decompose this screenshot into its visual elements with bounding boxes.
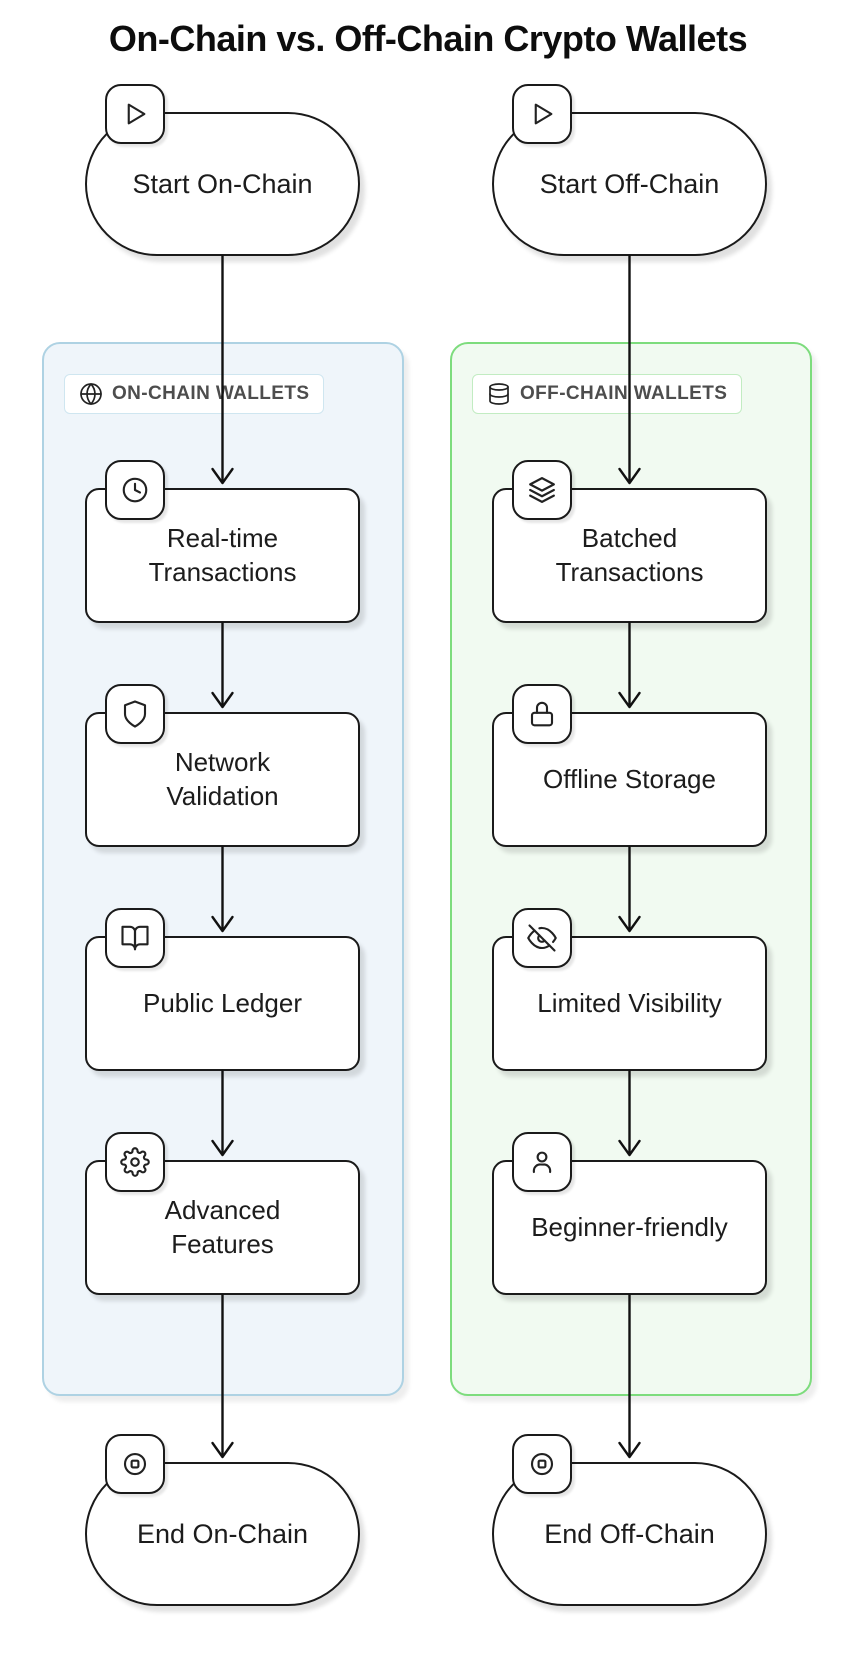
lock-icon [512, 684, 572, 744]
stop-icon [105, 1434, 165, 1494]
step-node-advanced-features: Advanced Features [85, 1132, 360, 1295]
step-label: Batched Transactions [555, 522, 704, 587]
step-label: Advanced Features [164, 1194, 281, 1259]
eye-off-icon [512, 908, 572, 968]
container-label-on-chain: ON-CHAIN WALLETS [64, 374, 325, 414]
step-node-limited-visibility: Limited Visibility [492, 908, 767, 1071]
start-label: Start On-Chain [132, 168, 313, 199]
user-icon [532, 1151, 552, 1174]
container-label-text: ON-CHAIN WALLETS [112, 383, 310, 404]
layers-icon [512, 460, 572, 520]
clock-icon [122, 477, 148, 503]
step-node-public-ledger: Public Ledger [85, 908, 360, 1071]
diagram-title: On-Chain vs. Off-Chain Crypto Wallets [108, 18, 748, 59]
end-node-off-chain: End Off-Chain [492, 1434, 767, 1606]
book-open-icon [105, 908, 165, 968]
step-node-batched-transactions: Batched Transactions [492, 460, 767, 623]
end-node-on-chain: End On-Chain [85, 1434, 360, 1606]
stop-icon [530, 1452, 554, 1476]
start-node-on-chain: Start On-Chain [85, 84, 360, 256]
layers-icon [529, 477, 555, 503]
play-icon [105, 84, 165, 144]
book-open-icon [121, 925, 149, 951]
clock-icon [105, 460, 165, 520]
eye-off-icon [527, 924, 557, 952]
step-label: Public Ledger [143, 987, 302, 1018]
step-node-network-validation: Network Validation [85, 684, 360, 847]
lock-icon [530, 701, 554, 727]
end-label: End Off-Chain [544, 1518, 715, 1549]
start-node-off-chain: Start Off-Chain [492, 84, 767, 256]
step-node-offline-storage: Offline Storage [492, 684, 767, 847]
step-label: Limited Visibility [537, 987, 722, 1018]
globe-icon [80, 383, 102, 405]
end-label: End On-Chain [136, 1518, 309, 1549]
shield-icon [123, 700, 147, 728]
play-icon [512, 84, 572, 144]
container-label-text: OFF-CHAIN WALLETS [520, 383, 728, 404]
user-icon [512, 1132, 572, 1192]
stop-icon [123, 1452, 147, 1476]
shield-icon [105, 684, 165, 744]
step-node-real-time-transactions: Real-time Transactions [85, 460, 360, 623]
step-label: Beginner-friendly [531, 1211, 728, 1242]
play-icon [534, 103, 553, 125]
gear-icon [105, 1132, 165, 1192]
step-label: Real-time Transactions [148, 522, 297, 587]
container-label-off-chain: OFF-CHAIN WALLETS [472, 374, 743, 414]
step-label: Network Validation [166, 746, 279, 811]
database-icon [489, 383, 509, 405]
stop-icon [512, 1434, 572, 1494]
gear-icon [120, 1147, 150, 1177]
play-icon [127, 103, 146, 125]
step-node-beginner-friendly: Beginner-friendly [492, 1132, 767, 1295]
start-label: Start Off-Chain [539, 168, 720, 199]
step-label: Offline Storage [543, 763, 716, 794]
